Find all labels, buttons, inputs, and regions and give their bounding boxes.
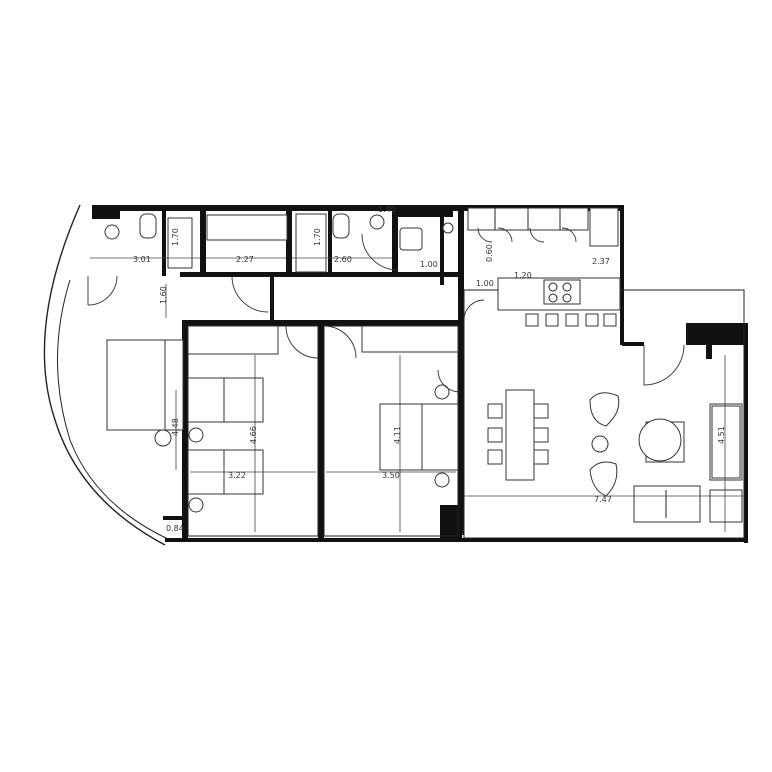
dim-label-350: 3.50 <box>382 471 400 480</box>
dim-label-060: 0.60 <box>485 244 494 262</box>
dim-label-260: 2.60 <box>334 255 352 264</box>
left-zone-furniture <box>106 339 184 520</box>
dim-label-227: 2.27 <box>236 255 254 264</box>
dimension-lines <box>90 257 744 532</box>
dim-label-170-a: 1.70 <box>171 228 180 246</box>
dim-label-411: 4.11 <box>393 426 402 444</box>
dim-label-322: 3.22 <box>228 471 246 480</box>
curved-facade-outer <box>43 204 166 546</box>
dim-label-170-b: 1.70 <box>313 228 322 246</box>
dim-label-100-top: 1.00 <box>420 260 438 269</box>
bedroom-2-furniture <box>361 325 459 488</box>
bedroom-1-furniture <box>187 325 279 513</box>
living-furniture <box>589 392 743 523</box>
dim-label-747: 7.47 <box>594 495 612 504</box>
dim-label-100-kitchen: 1.00 <box>476 279 494 288</box>
door-swings <box>87 227 685 393</box>
dim-label-120: 1.20 <box>514 271 532 280</box>
dining-set <box>487 389 549 481</box>
dim-label-451: 4.51 <box>717 426 726 444</box>
dim-label-301: 3.01 <box>133 255 151 264</box>
dim-label-160: 1.60 <box>159 286 168 304</box>
kitchen-cabinets <box>467 207 621 327</box>
dim-label-466: 4.66 <box>249 426 258 444</box>
bathroom-fixtures <box>104 213 454 273</box>
curved-facade-inner <box>57 279 171 541</box>
dim-label-140: 1.40 <box>378 205 396 214</box>
dim-label-084: 0.84 <box>166 524 184 533</box>
walls <box>92 205 748 543</box>
dim-label-448: 4.48 <box>171 418 180 436</box>
dim-label-237: 2.37 <box>592 257 610 266</box>
